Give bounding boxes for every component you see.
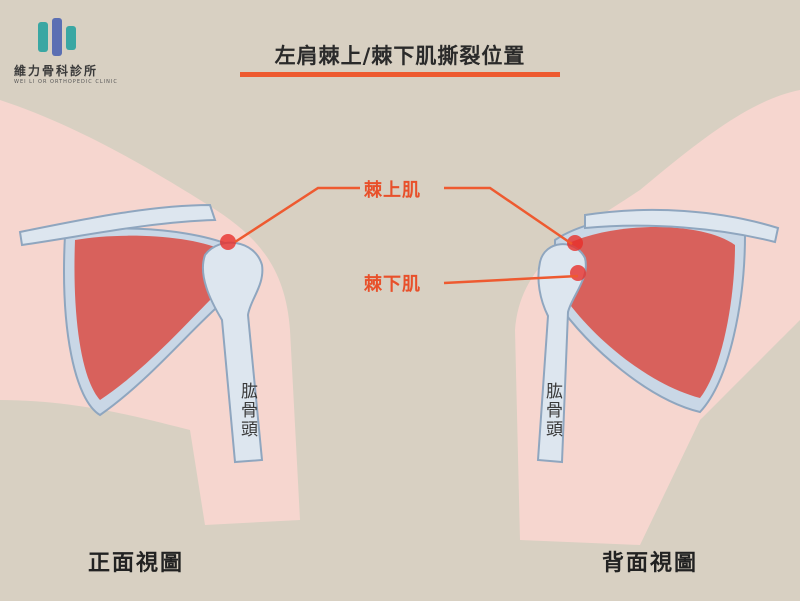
supraspinatus-label: 棘上肌 bbox=[364, 180, 421, 201]
supraspinatus-leader-right bbox=[444, 186, 573, 246]
infraspinatus-label: 棘下肌 bbox=[364, 274, 421, 295]
right-tear-spot-upper bbox=[567, 235, 583, 251]
page-title: 左肩棘上/棘下肌撕裂位置 bbox=[274, 44, 526, 68]
humerus-label-front: 肱骨頭 bbox=[237, 382, 257, 439]
right-muscle bbox=[565, 226, 735, 398]
clinic-name: 維力骨科診所 bbox=[14, 64, 99, 78]
title-underline bbox=[240, 72, 560, 77]
right-humerus bbox=[536, 243, 587, 464]
right-clavicle bbox=[584, 208, 780, 244]
left-muscle bbox=[74, 235, 222, 400]
left-humerus bbox=[201, 241, 264, 464]
front-view-label: 正面視圖 bbox=[88, 551, 185, 576]
left-clavicle bbox=[18, 203, 217, 247]
back-view-label: 背面視圖 bbox=[602, 551, 699, 576]
infraspinatus-leader bbox=[443, 274, 579, 285]
right-tear-spot-lower bbox=[570, 265, 586, 281]
supraspinatus-leader-left bbox=[234, 186, 360, 244]
humerus-label-back: 肱骨頭 bbox=[542, 382, 562, 439]
clinic-subtitle: WEI LI OR ORTHOPEDIC CLINIC bbox=[14, 79, 118, 85]
left-tear-spot bbox=[220, 234, 236, 250]
logo-mark bbox=[38, 18, 76, 56]
